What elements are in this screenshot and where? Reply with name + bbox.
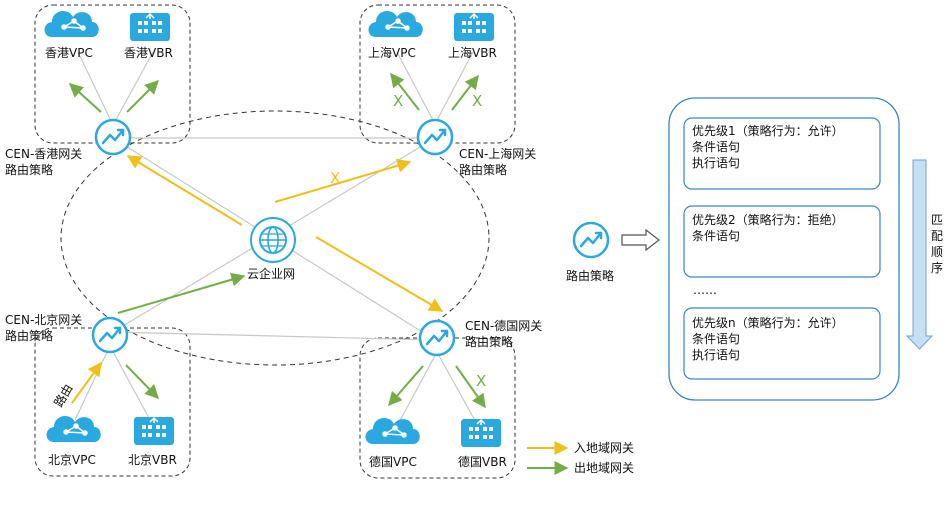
- shanghai-gateway-icon: [416, 118, 454, 156]
- arrow-hk-gw-to-vbr: [126, 80, 159, 113]
- arrow-beijing-gw-to-center: [117, 272, 246, 314]
- policy-entry-2-title: 优先级2（策略行为：拒绝）: [692, 212, 844, 227]
- germany-gateway-label: CEN-德国网关: [465, 318, 542, 333]
- arrow-sh-gw-to-vbr: [451, 74, 479, 111]
- route-policy-icon: [572, 221, 610, 259]
- beijing-vpc-cloud-icon: [45, 415, 102, 443]
- route-label: 路由: [51, 381, 76, 409]
- germany-vbr-icon: [460, 418, 502, 448]
- shanghai-vbr-icon: [453, 12, 495, 42]
- arrow-bj-gw-to-vbr: [125, 364, 159, 400]
- shanghai-policy-label: 路由策略: [459, 162, 507, 177]
- policy-entry-1-line-1: 条件语句: [692, 140, 740, 154]
- shanghai-vbr-label: 上海VBR: [448, 45, 497, 60]
- germany-vpc-cloud-icon: [364, 417, 421, 445]
- germany-gateway-icon: [418, 319, 456, 357]
- hongkong-vpc-cloud-icon: [43, 10, 100, 38]
- legend-ingress-label: 入地域网关: [574, 441, 634, 455]
- match-order-down-arrow-icon: [905, 159, 934, 350]
- arrow-de-gw-to-vpc: [388, 365, 424, 407]
- arrow-beijing-vpc-to-gateway: [71, 361, 102, 404]
- arrow-center-to-germany: [315, 236, 444, 312]
- arrow-center-to-shanghai: [274, 158, 412, 203]
- policy-entry-1: [683, 117, 881, 190]
- policy-entry-2: [683, 205, 881, 278]
- center-label: 云企业网: [247, 266, 295, 281]
- hongkong-vbr-icon: [129, 12, 171, 42]
- match-order-char-2: 配: [931, 229, 943, 243]
- beijing-vbr-icon: [133, 416, 175, 446]
- arrow-center-to-hongkong: [126, 155, 243, 226]
- match-order-char-4: 序: [931, 260, 943, 275]
- hongkong-gateway-label: CEN-香港网关: [5, 147, 82, 161]
- shanghai-gateway-label: CEN-上海网关: [459, 146, 536, 161]
- policy-entry-n-line-2: 执行语句: [692, 348, 740, 362]
- policy-entry-n-line-1: 条件语句: [692, 332, 740, 346]
- beijing-vbr-label: 北京VBR: [128, 453, 177, 467]
- match-order-char-3: 顺: [931, 245, 943, 259]
- arrow-sh-gw-to-vpc: [390, 72, 420, 111]
- policy-entry-n: [683, 307, 881, 380]
- block-mark-shanghai-ingress: X: [330, 169, 340, 187]
- match-order-char-1: 匹: [931, 213, 943, 227]
- beijing-gateway-icon: [91, 316, 129, 354]
- policy-entry-2-line-1: 条件语句: [692, 229, 740, 243]
- germany-policy-label: 路由策略: [465, 334, 513, 349]
- block-mark-shanghai-vpc: X: [393, 92, 403, 110]
- arrow-hk-gw-to-vpc: [68, 83, 102, 113]
- hongkong-policy-label: 路由策略: [5, 162, 53, 177]
- legend-egress-label: 出地域网关: [574, 461, 634, 475]
- policy-entry-1-line-2: 执行语句: [692, 156, 740, 170]
- beijing-policy-label: 路由策略: [5, 328, 53, 343]
- hongkong-gateway-icon: [94, 118, 132, 156]
- beijing-gateway-label: CEN-北京网关: [5, 313, 82, 327]
- block-mark-germany-vbr: X: [476, 372, 486, 390]
- egress-arrows: [68, 72, 486, 409]
- hongkong-vpc-label: 香港VPC: [45, 46, 93, 60]
- globe-icon: [250, 217, 296, 263]
- policy-entry-1-title: 优先级1（策略行为：允许）: [692, 123, 844, 138]
- block-mark-shanghai-vbr: X: [472, 92, 482, 110]
- shanghai-vpc-cloud-icon: [367, 10, 424, 38]
- hollow-right-arrow-icon: [621, 228, 660, 252]
- arrow-de-gw-to-vbr: [455, 365, 486, 409]
- policy-ellipsis: ……: [693, 283, 717, 297]
- germany-vbr-label: 德国VBR: [458, 454, 507, 469]
- ingress-arrows: [71, 155, 444, 404]
- cen-network-ellipse: [60, 110, 490, 366]
- shanghai-vpc-label: 上海VPC: [368, 45, 416, 60]
- beijing-vpc-label: 北京VPC: [48, 453, 96, 467]
- germany-vpc-label: 德国VPC: [369, 454, 417, 469]
- hongkong-vbr-label: 香港VBR: [124, 46, 173, 60]
- policy-entry-n-title: 优先级n（策略行为：允许）: [692, 315, 844, 330]
- route-policy-label: 路由策略: [566, 268, 614, 283]
